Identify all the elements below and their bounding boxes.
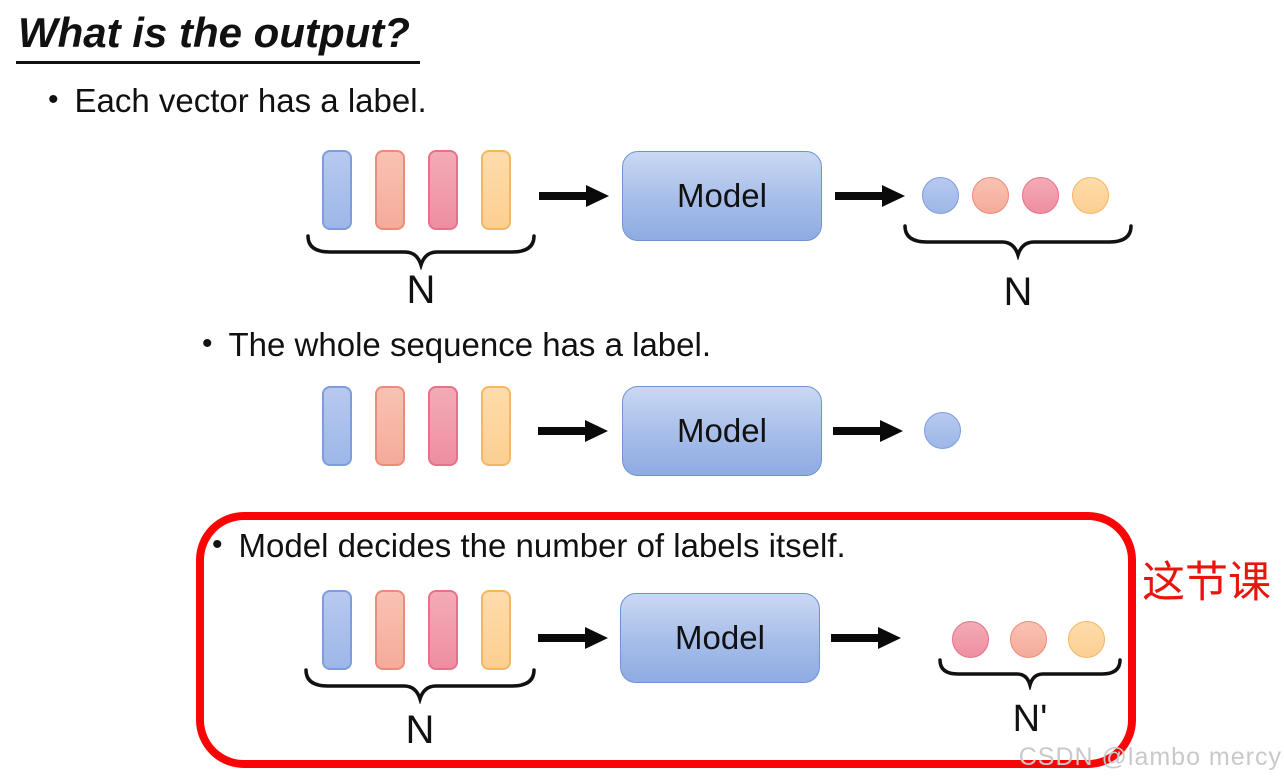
annotation-this-lecture: 这节课 — [1142, 559, 1271, 607]
arrow-icon — [832, 418, 904, 444]
output-label-salmon — [1010, 621, 1047, 658]
input-vector-blue — [322, 590, 352, 670]
input-vector-blue — [322, 150, 352, 230]
highlight-box — [196, 512, 1136, 768]
arrow-icon — [538, 183, 610, 209]
input-vector-orange — [481, 386, 511, 466]
arrow-icon — [834, 183, 906, 209]
watermark: CSDN @lambo mercy — [1018, 743, 1282, 771]
bullet-model-decides-text: Model decides the number of labels itsel… — [238, 527, 846, 564]
seq-to-one-model-box: Model — [622, 386, 822, 476]
input-vector-pink — [428, 590, 458, 670]
model-label: Model — [675, 619, 765, 656]
input-vector-orange — [481, 590, 511, 670]
arrow-icon — [830, 625, 902, 651]
output-label-blue — [924, 412, 961, 449]
seq-to-seq-model-box: Model — [622, 151, 822, 241]
seq-to-seq-input-brace-icon — [306, 234, 536, 270]
input-vector-orange — [481, 150, 511, 230]
seq-to-seq-output-brace-icon — [903, 224, 1133, 260]
bullet-whole-sequence: • The whole sequence has a label. — [202, 326, 711, 364]
model-label: Model — [677, 177, 767, 214]
seq-to-any-input-vectors — [322, 590, 511, 670]
seq-to-seq-input-vectors — [322, 150, 511, 230]
bullet-whole-sequence-text: The whole sequence has a label. — [228, 326, 712, 363]
bullet-each-vector: • Each vector has a label. — [48, 82, 427, 120]
seq-to-any-output-labels — [952, 621, 1105, 658]
input-vector-salmon — [375, 590, 405, 670]
bullet-dot: • — [212, 528, 223, 561]
seq-to-any-input-brace-icon — [304, 668, 536, 704]
bullet-dot: • — [202, 327, 213, 360]
seq-to-seq-output-count: N — [1003, 270, 1033, 314]
model-label: Model — [677, 412, 767, 449]
output-label-blue — [922, 177, 959, 214]
output-label-salmon — [972, 177, 1009, 214]
input-vector-pink — [428, 386, 458, 466]
bullet-each-vector-text: Each vector has a label. — [74, 82, 427, 119]
output-label-pink — [952, 621, 989, 658]
output-label-orange — [1068, 621, 1105, 658]
bullet-model-decides: • Model decides the number of labels its… — [212, 527, 846, 565]
input-vector-blue — [322, 386, 352, 466]
seq-to-seq-output-labels — [922, 177, 1109, 214]
input-vector-salmon — [375, 150, 405, 230]
seq-to-any-output-brace-icon — [938, 658, 1122, 690]
arrow-icon — [537, 418, 609, 444]
output-label-pink — [1022, 177, 1059, 214]
seq-to-one-output-label — [924, 412, 961, 449]
seq-to-any-input-count: N — [405, 708, 435, 752]
arrow-icon — [537, 625, 609, 651]
seq-to-any-output-count: N' — [1012, 698, 1048, 740]
seq-to-one-input-vectors — [322, 386, 511, 466]
seq-to-any-model-box: Model — [620, 593, 820, 683]
input-vector-salmon — [375, 386, 405, 466]
input-vector-pink — [428, 150, 458, 230]
page-title: What is the output? — [16, 9, 420, 65]
bullet-dot: • — [48, 83, 59, 116]
seq-to-seq-input-count: N — [406, 268, 436, 312]
output-label-orange — [1072, 177, 1109, 214]
